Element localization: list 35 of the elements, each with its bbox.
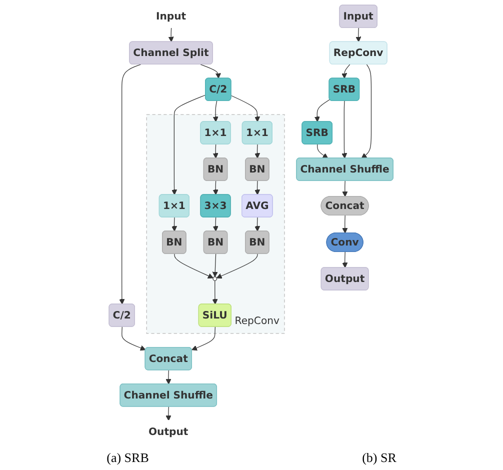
arrow — [254, 217, 260, 232]
arrow — [212, 280, 218, 304]
arrow — [317, 144, 329, 158]
arrow — [166, 370, 172, 384]
arrow — [216, 254, 258, 279]
arrow — [342, 252, 348, 268]
arrow — [166, 406, 172, 421]
arrow — [342, 215, 348, 234]
arrow — [168, 28, 174, 42]
arrow — [172, 217, 178, 232]
node-text: Input — [156, 10, 186, 22]
arrow — [213, 144, 219, 158]
arrow — [200, 64, 222, 79]
arrow — [122, 326, 146, 351]
arrow — [192, 326, 216, 351]
arrow — [362, 64, 372, 158]
arrow — [342, 100, 348, 158]
caption-label: (a) SRB — [106, 450, 149, 466]
arrow — [254, 144, 260, 158]
arrow — [342, 180, 348, 197]
arrow — [174, 254, 214, 278]
arrow — [314, 99, 331, 122]
arrow — [120, 64, 142, 304]
arrow — [231, 95, 260, 122]
arrow — [213, 217, 219, 232]
arrow — [356, 28, 362, 42]
arrow — [213, 100, 219, 122]
arrow — [342, 64, 351, 79]
arrow — [172, 94, 206, 195]
caption-label: (b) SR — [362, 450, 396, 466]
arrow — [212, 254, 218, 278]
arrow — [254, 180, 260, 195]
node-circle — [213, 276, 218, 281]
arrow — [213, 180, 219, 195]
node-text: Output — [148, 425, 189, 438]
